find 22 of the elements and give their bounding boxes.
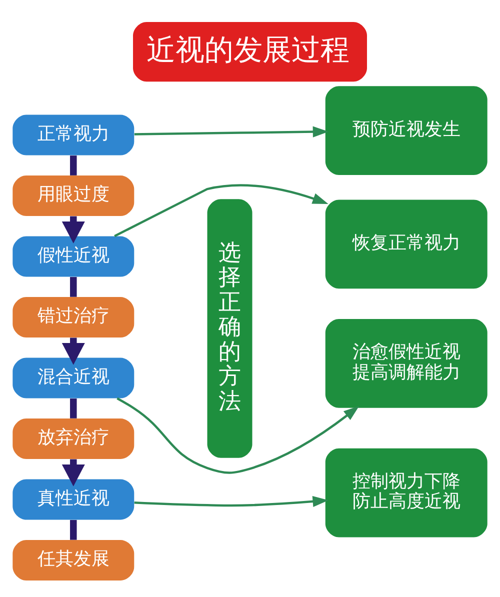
node-box: 混合近视 — [12, 357, 134, 398]
connector — [70, 398, 77, 418]
node-box: 错过治疗 — [12, 296, 134, 338]
node-box: 选择正确的方法 — [207, 198, 252, 458]
node-box: 正常视力 — [12, 114, 134, 155]
connector — [70, 520, 77, 540]
node-box: 控制视力下降 防止高度近视 — [325, 448, 488, 537]
node-box: 用眼过度 — [12, 175, 134, 216]
connector — [70, 276, 77, 296]
arrow — [116, 396, 360, 474]
node-box: 假性近视 — [12, 236, 134, 276]
diagram-title: 近视的发展过程 — [146, 32, 350, 66]
node-box: 预防近视发生 — [325, 86, 488, 174]
arrow — [114, 184, 328, 237]
node-box: 放弃治疗 — [12, 418, 134, 459]
node-box: 真性近视 — [12, 478, 134, 520]
node-box: 任其发展 — [12, 540, 134, 580]
arrow — [134, 495, 329, 506]
arrow — [134, 126, 329, 137]
node-box: 恢复正常视力 — [325, 199, 488, 288]
connector — [70, 155, 77, 175]
node-box: 治愈假性近视 提高调解能力 — [325, 318, 488, 408]
